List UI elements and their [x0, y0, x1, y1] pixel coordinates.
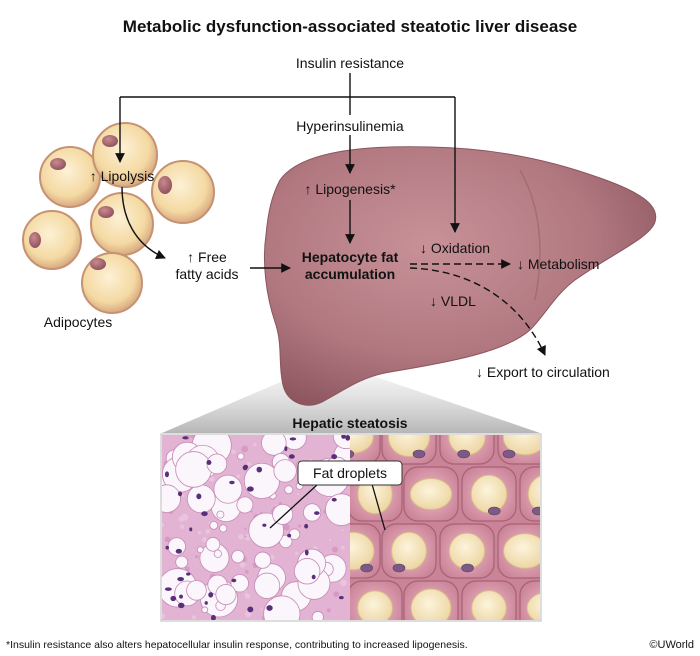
fat-droplets-callout: Fat droplets — [269, 460, 403, 531]
label-free-fatty-acids-line2: fatty acids — [175, 266, 238, 282]
label-adipocytes: Adipocytes — [44, 314, 112, 330]
pathway-arrows — [115, 72, 546, 356]
label-lipolysis: ↑ Lipolysis — [90, 168, 155, 184]
label-hepatocyte-fat-line2: accumulation — [305, 266, 395, 282]
histology-micrograph — [162, 435, 350, 620]
magnification-cone — [162, 368, 540, 433]
label-vldl: ↓ VLDL — [430, 293, 476, 309]
label-free-fatty-acids-line1: ↑ Free — [187, 249, 227, 265]
diagram-title: Metabolic dysfunction-associated steatot… — [123, 17, 577, 36]
copyright: ©UWorld — [649, 639, 694, 651]
footnote: *Insulin resistance also alters hepatoce… — [6, 639, 468, 651]
label-hyperinsulinemia: Hyperinsulinemia — [296, 118, 404, 134]
label-metabolism: ↓ Metabolism — [517, 256, 599, 272]
label-insulin-resistance: Insulin resistance — [296, 55, 404, 71]
label-hepatocyte-fat-line1: Hepatocyte fat — [302, 249, 399, 265]
label-lipogenesis: ↑ Lipogenesis* — [304, 181, 396, 197]
label-fat-droplets: Fat droplets — [313, 465, 387, 481]
label-oxidation: ↓ Oxidation — [420, 240, 490, 256]
label-hepatic-steatosis: Hepatic steatosis — [292, 415, 407, 431]
insulin-resistance-bg — [291, 55, 409, 73]
liver-illustration — [263, 146, 657, 406]
adipocyte-cluster — [22, 122, 215, 314]
label-export-to-circulation: ↓ Export to circulation — [476, 364, 610, 380]
hepatocyte-illustration — [350, 435, 540, 620]
